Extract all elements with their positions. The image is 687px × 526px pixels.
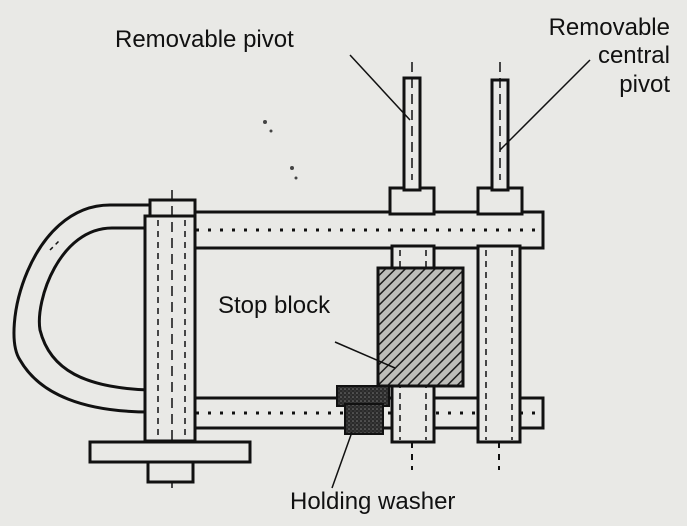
leader-central-pivot — [499, 59, 591, 151]
label-holding-washer: Holding washer — [290, 488, 456, 515]
label-removable-central-pivot-line3: pivot — [619, 70, 670, 98]
leader-removable-pivot — [349, 54, 411, 121]
removable-central-pivot — [476, 62, 524, 470]
base-plate — [88, 440, 252, 464]
holding-washer — [336, 385, 390, 435]
label-removable-central-pivot-line2: central — [597, 42, 670, 70]
left-bolt — [143, 190, 197, 490]
top-bar — [148, 210, 545, 250]
label-removable-central-pivot: Removable central pivot — [520, 14, 670, 99]
removable-pivot — [388, 62, 436, 470]
leader-stop-block — [334, 341, 396, 369]
label-removable-central-pivot-line1: Removable — [548, 14, 670, 41]
scan-specks — [263, 120, 298, 180]
leader-holding-washer — [331, 431, 353, 489]
u-bar — [12, 203, 151, 414]
stop-block — [376, 266, 465, 388]
label-stop-block: Stop block — [218, 292, 331, 319]
leader-lines — [331, 54, 591, 489]
label-removable-pivot: Removable pivot — [115, 26, 294, 53]
